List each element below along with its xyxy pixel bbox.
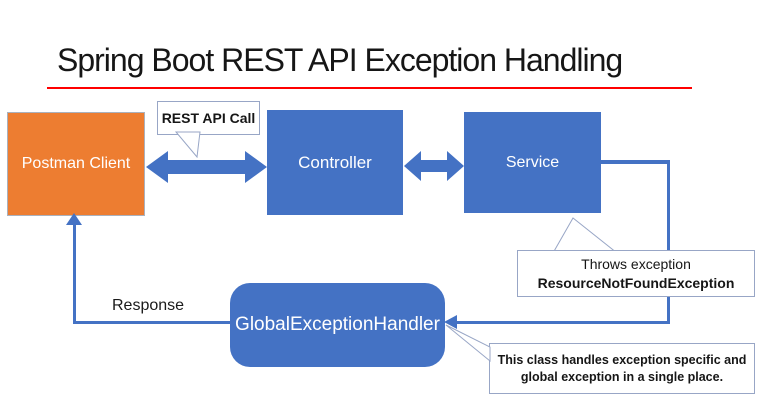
callout-handler-note-line2: global exception in a single place. [520, 369, 724, 384]
connector-service-down [667, 160, 670, 323]
connector-service-right [601, 160, 670, 164]
bidirectional-arrow-controller-service [404, 151, 464, 181]
node-postman-client: Postman Client [7, 112, 145, 216]
callout-throws-tail [552, 217, 619, 254]
node-controller-label: Controller [298, 152, 372, 172]
node-global-exception-handler: GlobalExceptionHandler [230, 283, 445, 367]
response-label: Response [112, 297, 185, 314]
node-global-exception-handler-label: GlobalExceptionHandler [235, 314, 440, 335]
arrowhead-into-postman-icon [66, 213, 82, 225]
node-controller: Controller [267, 110, 403, 215]
connector-into-handler [456, 321, 670, 324]
callout-rest-api-call: REST API Call [157, 101, 260, 135]
node-service: Service [464, 112, 601, 213]
callout-rest-api-call-text: REST API Call [161, 110, 256, 126]
callout-note-tail [445, 324, 491, 363]
node-postman-client-label: Postman Client [21, 155, 131, 172]
callout-throws-line1: Throws exception [581, 255, 691, 272]
callout-throws-line2: ResourceNotFoundException [537, 274, 735, 291]
callout-rest-api-call-tail [174, 131, 201, 158]
connector-response-horizontal [74, 321, 230, 324]
connector-response-vertical [73, 220, 76, 324]
callout-handler-note-line1: This class handles exception specific an… [497, 352, 747, 367]
page-title: Spring Boot REST API Exception Handling [57, 42, 623, 78]
node-service-label: Service [505, 153, 560, 171]
bidirectional-arrow-postman-controller [146, 151, 267, 183]
title-underline [47, 87, 692, 89]
callout-throws-exception: Throws exception ResourceNotFoundExcepti… [517, 250, 755, 297]
callout-handler-note: This class handles exception specific an… [489, 343, 755, 394]
